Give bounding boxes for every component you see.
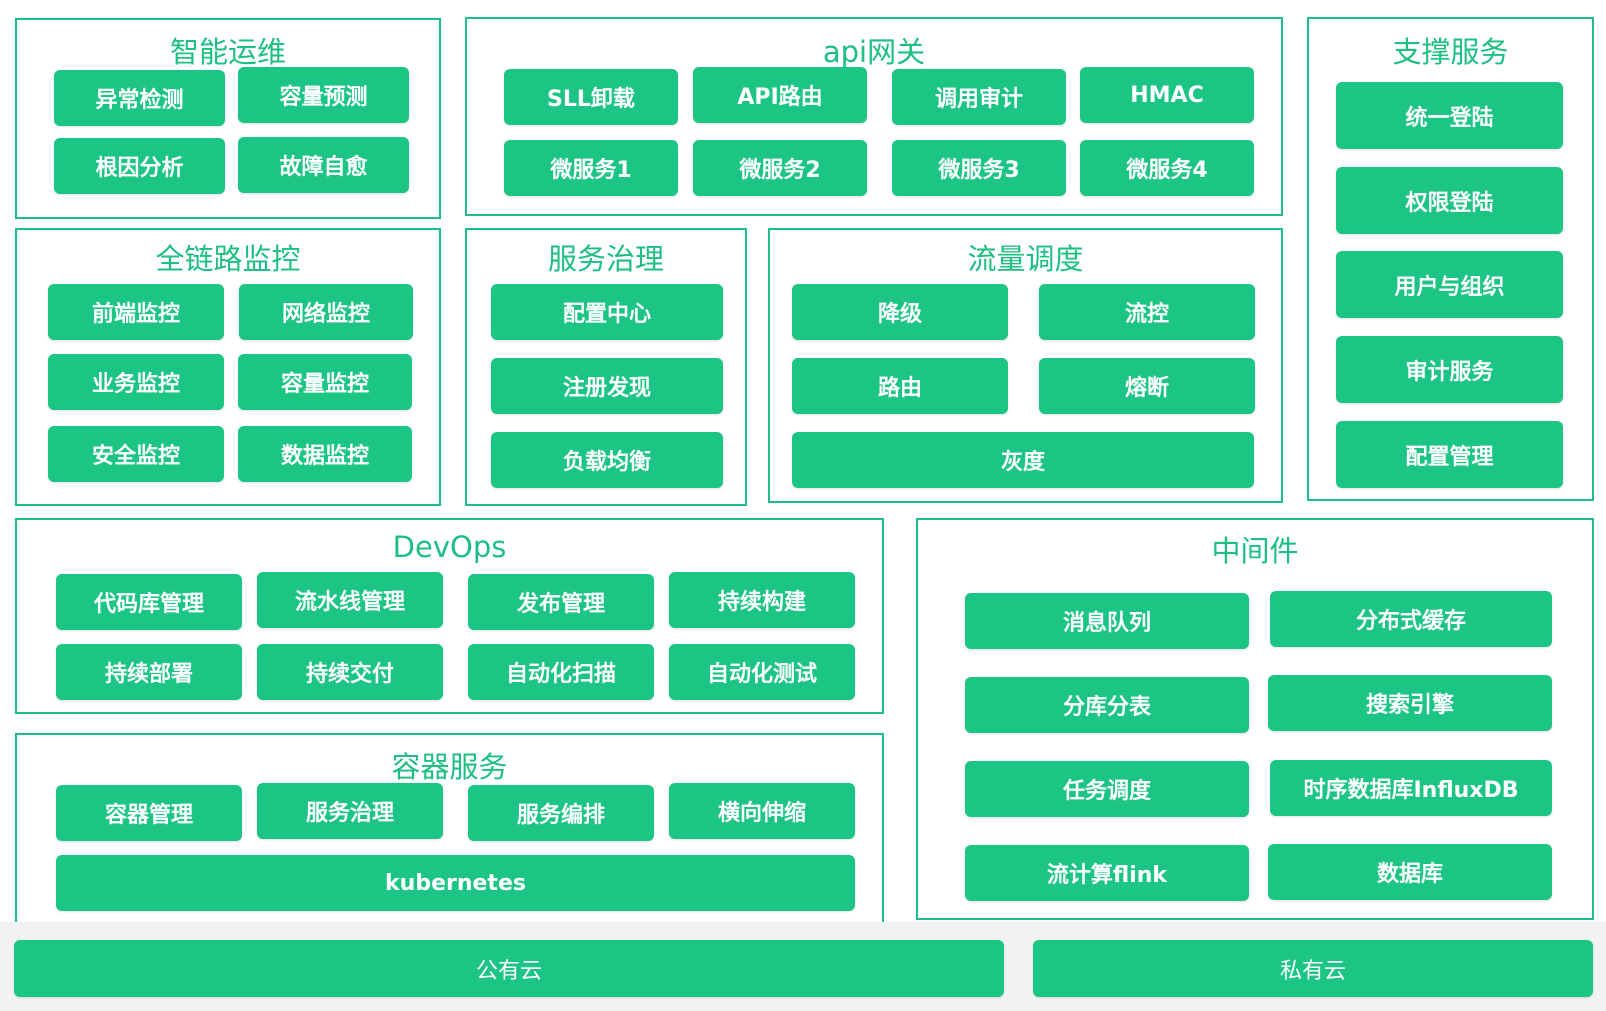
chip-call-audit[interactable]: 调用审计 (892, 69, 1066, 125)
chip-config-center[interactable]: 配置中心 (491, 284, 723, 340)
panel-full-link-monitoring: 全链路监控 前端监控 网络监控 业务监控 容量监控 安全监控 数据监控 (15, 228, 441, 506)
chip-hmac[interactable]: HMAC (1080, 67, 1254, 123)
panel-title: 中间件 (1211, 534, 1299, 568)
chip-automated-scan[interactable]: 自动化扫描 (468, 644, 654, 700)
chip-flow-control[interactable]: 流控 (1039, 284, 1255, 340)
chip-frontend-monitoring[interactable]: 前端监控 (48, 284, 224, 340)
chip-service-governance[interactable]: 服务治理 (257, 783, 443, 839)
panel-api-gateway: api网关 SLL卸载 API路由 调用审计 HMAC 微服务1 微服务2 微服… (465, 17, 1283, 216)
chip-microservice-2[interactable]: 微服务2 (693, 140, 867, 196)
chip-container-management[interactable]: 容器管理 (56, 785, 242, 841)
chip-circuit-breaker[interactable]: 熔断 (1039, 358, 1255, 414)
chip-self-healing[interactable]: 故障自愈 (238, 137, 409, 193)
chip-ssl-offload[interactable]: SLL卸载 (504, 69, 678, 125)
chip-service-orchestration[interactable]: 服务编排 (468, 785, 654, 841)
panel-title: 全链路监控 (155, 242, 301, 276)
chip-canary[interactable]: 灰度 (792, 432, 1254, 488)
chip-continuous-build[interactable]: 持续构建 (669, 572, 855, 628)
chip-microservice-1[interactable]: 微服务1 (504, 140, 678, 196)
chip-degradation[interactable]: 降级 (792, 284, 1008, 340)
chip-capacity-monitoring[interactable]: 容量监控 (238, 354, 412, 410)
chip-unified-login[interactable]: 统一登陆 (1336, 82, 1563, 149)
chip-continuous-deployment[interactable]: 持续部署 (56, 644, 242, 700)
chip-capacity-forecast[interactable]: 容量预测 (238, 67, 409, 123)
chip-business-monitoring[interactable]: 业务监控 (48, 354, 224, 410)
chip-microservice-3[interactable]: 微服务3 (892, 140, 1066, 196)
chip-microservice-4[interactable]: 微服务4 (1080, 140, 1254, 196)
chip-root-cause-analysis[interactable]: 根因分析 (54, 138, 225, 194)
panel-title: 容器服务 (391, 750, 508, 784)
chip-release-management[interactable]: 发布管理 (468, 574, 654, 630)
panel-title: 支撑服务 (1392, 35, 1509, 69)
panel-traffic-scheduling: 流量调度 降级 流控 路由 熔断 灰度 (768, 228, 1283, 503)
panel-title: 服务治理 (547, 242, 664, 276)
chip-message-queue[interactable]: 消息队列 (965, 593, 1249, 649)
panel-container-services: 容器服务 容器管理 服务治理 服务编排 横向伸缩 kubernetes (15, 733, 884, 925)
chip-horizontal-scaling[interactable]: 横向伸缩 (669, 783, 855, 839)
chip-pipeline-management[interactable]: 流水线管理 (257, 572, 443, 628)
panel-devops: DevOps 代码库管理 流水线管理 发布管理 持续构建 持续部署 持续交付 自… (15, 518, 884, 714)
panel-middleware: 中间件 消息队列 分布式缓存 分库分表 搜索引擎 任务调度 时序数据库Influ… (916, 518, 1594, 920)
chip-stream-computing[interactable]: 流计算flink (965, 845, 1249, 901)
chip-code-repo-management[interactable]: 代码库管理 (56, 574, 242, 630)
panel-title: 流量调度 (967, 242, 1084, 276)
panel-support-services: 支撑服务 统一登陆 权限登陆 用户与组织 审计服务 配置管理 (1307, 17, 1594, 501)
chip-private-cloud[interactable]: 私有云 (1033, 940, 1593, 997)
chip-sharding[interactable]: 分库分表 (965, 677, 1249, 733)
chip-distributed-cache[interactable]: 分布式缓存 (1270, 591, 1552, 647)
panel-title: 智能运维 (169, 35, 286, 69)
chip-service-discovery[interactable]: 注册发现 (491, 358, 723, 414)
chip-load-balancing[interactable]: 负载均衡 (491, 432, 723, 488)
panel-title: DevOps (392, 530, 507, 564)
chip-search-engine[interactable]: 搜索引擎 (1268, 675, 1552, 731)
chip-data-monitoring[interactable]: 数据监控 (238, 426, 412, 482)
chip-security-monitoring[interactable]: 安全监控 (48, 426, 224, 482)
panel-intelligent-ops: 智能运维 异常检测 容量预测 根因分析 故障自愈 (15, 18, 441, 219)
chip-timeseries-db[interactable]: 时序数据库InfluxDB (1270, 760, 1552, 816)
chip-audit-service[interactable]: 审计服务 (1336, 336, 1563, 403)
panel-service-governance: 服务治理 配置中心 注册发现 负载均衡 (465, 228, 747, 506)
chip-routing[interactable]: 路由 (792, 358, 1008, 414)
chip-automated-testing[interactable]: 自动化测试 (669, 644, 855, 700)
chip-continuous-delivery[interactable]: 持续交付 (257, 644, 443, 700)
chip-kubernetes[interactable]: kubernetes (56, 855, 855, 911)
chip-config-management[interactable]: 配置管理 (1336, 421, 1563, 488)
chip-task-scheduling[interactable]: 任务调度 (965, 761, 1249, 817)
chip-anomaly-detection[interactable]: 异常检测 (54, 70, 225, 126)
chip-permission-login[interactable]: 权限登陆 (1336, 167, 1563, 234)
chip-users-and-orgs[interactable]: 用户与组织 (1336, 251, 1563, 318)
chip-network-monitoring[interactable]: 网络监控 (239, 284, 413, 340)
chip-database[interactable]: 数据库 (1268, 844, 1552, 900)
chip-public-cloud[interactable]: 公有云 (14, 940, 1004, 997)
chip-api-routing[interactable]: API路由 (693, 67, 867, 123)
panel-title: api网关 (822, 35, 926, 69)
